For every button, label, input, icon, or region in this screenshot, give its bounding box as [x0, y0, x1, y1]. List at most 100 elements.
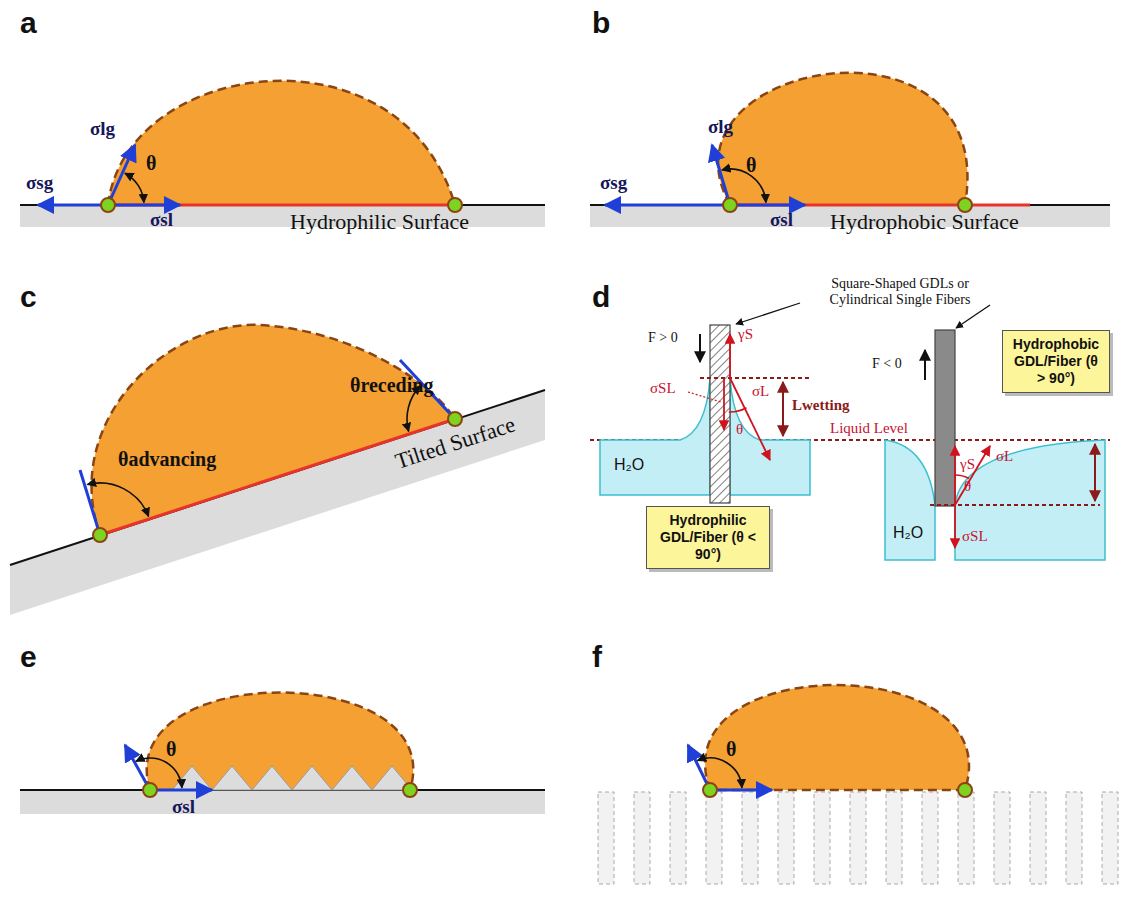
angle-symbol: θ: [726, 738, 736, 761]
water: [885, 440, 935, 560]
contact-base: [108, 204, 455, 207]
contact-point: [448, 412, 462, 426]
illustration-part: [886, 792, 902, 884]
illustration-part: [598, 792, 614, 884]
tension-vector: [712, 145, 730, 205]
tangent-line: [80, 470, 100, 535]
condition-box: Hydrophilic GDL/Fiber (θ < 90°): [646, 506, 770, 569]
water: [955, 440, 1105, 560]
angle-symbol: θreceding: [350, 374, 433, 397]
illustration-part: [670, 792, 686, 884]
tension-vector: [108, 204, 180, 207]
annotation: F < 0: [872, 356, 902, 372]
tension-vector: [710, 789, 772, 792]
droplet-outline: [718, 73, 967, 205]
illustration-part: [958, 792, 974, 884]
force-arrow: [699, 334, 701, 362]
fiber-rod: [935, 330, 955, 506]
tension-symbol: σSL: [650, 380, 676, 397]
illustration-part: [1030, 792, 1046, 884]
tension-symbol: σlg: [90, 118, 115, 140]
illustration-part: [955, 475, 969, 479]
illustration-part: [850, 792, 866, 884]
box-text: Hydrophobic GDL/Fiber (θ > 90°): [1009, 336, 1103, 386]
tension-vector: [954, 505, 956, 548]
illustration-part: [292, 766, 332, 790]
illustration-part: [697, 758, 741, 788]
surface-line: [20, 204, 545, 206]
tension-vector: [108, 145, 135, 205]
droplet-outline: [92, 325, 455, 535]
panel-letter: e: [20, 640, 37, 674]
surface-line: [590, 204, 1110, 206]
leader-line: [736, 303, 800, 324]
panel-letter: c: [20, 280, 37, 314]
illustration-part: [136, 758, 182, 788]
contact-point: [958, 783, 972, 797]
contact-point: [93, 528, 107, 542]
pillar-array: [598, 792, 1118, 884]
force-arrow: [924, 350, 926, 380]
leader-line: [688, 392, 721, 402]
tension-vector: [605, 204, 730, 207]
illustration-part: [1102, 792, 1118, 884]
illustration-part: [332, 766, 372, 790]
illustration-part: [212, 766, 252, 790]
tension-symbol: σlg: [708, 116, 733, 138]
angle-symbol: θ: [146, 152, 156, 175]
liquid-label: H₂O: [614, 456, 644, 474]
contact-point: [703, 783, 717, 797]
surface-label: Hydrophobic Surface: [830, 209, 1019, 235]
tension-vector: [723, 378, 725, 430]
tension-symbol: σsl: [150, 209, 173, 231]
tension-symbol: θ: [736, 421, 743, 438]
illustration-part: [994, 792, 1010, 884]
illustration-part: [252, 766, 292, 790]
substrate: [20, 790, 545, 814]
illustration-part: [172, 766, 212, 790]
illustration-part: [87, 483, 148, 516]
contact-point: [101, 198, 115, 212]
illustration-part: [125, 173, 144, 202]
illustration-part: [729, 408, 747, 412]
tension-symbol: σsg: [600, 172, 627, 194]
illustration-part: [706, 792, 722, 884]
dimension-line: [700, 377, 810, 379]
rough-texture: [172, 766, 412, 790]
liquid-label: H₂O: [893, 524, 923, 542]
panel-letter: f: [592, 640, 602, 674]
contact-base: [730, 204, 1030, 207]
droplet-outline: [108, 81, 455, 205]
dimension-label: Lwetting: [790, 397, 852, 414]
tension-vector: [38, 204, 108, 207]
tension-symbol: σL: [752, 383, 769, 400]
panel-letter: a: [20, 6, 37, 40]
annotation: F > 0: [648, 330, 678, 346]
tension-symbol: σsl: [172, 796, 195, 818]
tension-symbol: γS: [960, 456, 975, 473]
tension-vector: [730, 378, 770, 460]
droplet: [718, 73, 967, 205]
illustration-part: [742, 792, 758, 884]
tension-symbol: σsg: [26, 172, 53, 194]
box-text: Hydrophilic GDL/Fiber (θ < 90°): [653, 512, 763, 562]
tension-symbol: σL: [996, 448, 1013, 465]
angle-symbol: θ: [166, 738, 176, 761]
contact-point: [723, 198, 737, 212]
contact-base: [100, 419, 455, 535]
dimension-arrow: [1094, 444, 1096, 501]
water: [600, 378, 710, 495]
illustration-part: [634, 792, 650, 884]
contact-point: [143, 783, 157, 797]
panel-letter: d: [592, 280, 610, 314]
droplet: [147, 693, 414, 791]
leader-line: [956, 305, 990, 328]
dimension-arrow: [782, 382, 784, 436]
illustration-part: [1066, 792, 1082, 884]
illustration-part: [722, 169, 766, 202]
condition-box: Hydrophobic GDL/Fiber (θ > 90°): [1002, 330, 1110, 393]
tension-symbol: Liquid Level: [828, 420, 910, 437]
annotation: Square-Shaped GDLs or Cylindrical Single…: [800, 276, 1000, 308]
tension-vector: [730, 204, 805, 207]
